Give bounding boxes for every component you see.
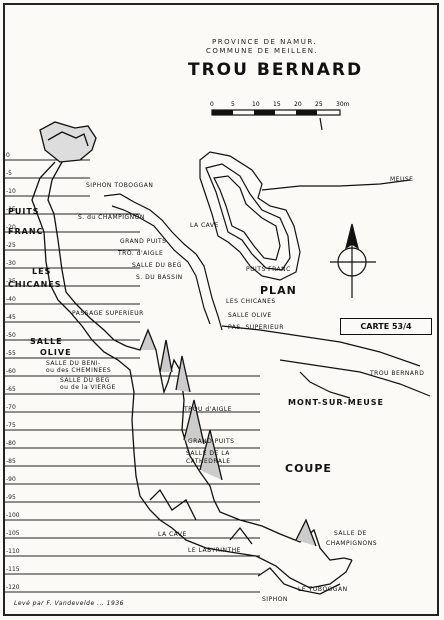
depth-label: -100 bbox=[6, 512, 20, 519]
commune-label: COMMUNE DE MEILLEN. bbox=[206, 47, 319, 55]
trou-aigle-label: TROU d'AIGLE bbox=[184, 406, 232, 413]
les-label: LES bbox=[32, 267, 52, 276]
depth-label: -30 bbox=[6, 260, 16, 267]
section-profile bbox=[31, 121, 353, 595]
plan-grand-puits-label: GRAND PUITS bbox=[120, 238, 167, 245]
plan-trou-bernard-label: TROU BERNARD bbox=[370, 370, 425, 377]
siphon-label: SIPHON bbox=[262, 596, 288, 603]
scale-bar bbox=[211, 109, 341, 131]
depth-label: -60 bbox=[6, 368, 16, 375]
plan-trou-aigle-label: TRO. d'AIGLE bbox=[118, 250, 164, 257]
passage-superieur-label: PASSAGE SUPERIEUR bbox=[72, 310, 144, 317]
salle-champignon-label: S. du CHAMPIGNON bbox=[78, 214, 145, 221]
vierge-label: ou de la VIERGE bbox=[60, 384, 116, 391]
champignons-label: CHAMPIGNONS bbox=[326, 540, 378, 547]
cheminees-label: ou des CHEMINEES bbox=[46, 367, 112, 374]
depth-label: -120 bbox=[6, 584, 20, 591]
depth-label: -95 bbox=[6, 494, 16, 501]
chicanes-label: CHICANES bbox=[8, 280, 62, 289]
olive-label: OLIVE bbox=[40, 348, 72, 357]
plan-pas-superieur-label: PAS. SUPERIEUR bbox=[228, 324, 284, 331]
plan-salle-beg-label: SALLE DU BEG bbox=[132, 262, 182, 269]
scale-tick-label: 20 bbox=[294, 101, 302, 108]
scale-tick-label: 10 bbox=[252, 101, 260, 108]
plan-les-chicanes-label: LES CHICANES bbox=[226, 298, 276, 305]
plan-s-bassin-label: S. DU BASSIN bbox=[136, 274, 183, 281]
coupe-heading: COUPE bbox=[285, 462, 332, 475]
depth-label: -25 bbox=[6, 242, 16, 249]
plan-la-cave-label: LA CAVE bbox=[190, 222, 219, 229]
depth-grid bbox=[5, 159, 260, 593]
depth-label: -90 bbox=[6, 476, 16, 483]
plan-view bbox=[103, 151, 431, 399]
depth-label: -15 bbox=[6, 206, 16, 213]
depth-label: -40 bbox=[6, 296, 16, 303]
depth-label: -50 bbox=[6, 332, 16, 339]
depth-label: 0 bbox=[6, 152, 10, 159]
depth-label: -55 bbox=[6, 350, 16, 357]
scale-tick-label: 0 bbox=[210, 101, 214, 108]
depth-label: -110 bbox=[6, 548, 20, 555]
cathedrale-label: CATHEDRALE bbox=[186, 458, 231, 465]
depth-label: -35 bbox=[6, 278, 16, 285]
la-cave-label: LA CAVE bbox=[158, 531, 187, 538]
depth-label: -65 bbox=[6, 386, 16, 393]
scale-tick-label: 5 bbox=[231, 101, 235, 108]
depth-label: -85 bbox=[6, 458, 16, 465]
north-arrow bbox=[330, 223, 376, 298]
depth-label: -75 bbox=[6, 422, 16, 429]
salle-cathedrale-label: SALLE DE LA bbox=[186, 450, 230, 457]
map-title: TROU BERNARD bbox=[188, 60, 364, 80]
depth-label: -80 bbox=[6, 440, 16, 447]
franc-label: FRANC bbox=[8, 227, 44, 236]
depth-label: -10 bbox=[6, 188, 16, 195]
salle-label: SALLE bbox=[30, 337, 63, 346]
depth-label: -20 bbox=[6, 224, 16, 231]
depth-label: -45 bbox=[6, 314, 16, 321]
mont-sur-meuse-label: MONT-SUR-MEUSE bbox=[288, 398, 384, 407]
survey-credit: Levé par F. Vandevelde ... 1936 bbox=[14, 600, 124, 607]
map-frame bbox=[3, 3, 439, 616]
depth-label: -105 bbox=[6, 530, 20, 537]
scale-tick-label: 15 bbox=[273, 101, 281, 108]
plan-puits-franc-label: PUITS FRANC bbox=[246, 266, 291, 273]
puits-label: PUITS bbox=[8, 207, 40, 216]
plan-salle-olive-label: SALLE OLIVE bbox=[228, 312, 272, 319]
scale-tick-label: 25 bbox=[315, 101, 323, 108]
depth-label: -5 bbox=[6, 170, 12, 177]
carte-box: CARTE 53/4 bbox=[340, 318, 432, 335]
province-label: PROVINCE DE NAMUR. bbox=[212, 38, 318, 46]
grand-puits-label: GRAND PUITS bbox=[188, 438, 235, 445]
siphon-toboggan-label: SIPHON TOBOGGAN bbox=[86, 182, 154, 189]
scale-tick-label: 30m bbox=[336, 101, 350, 108]
depth-label: -70 bbox=[6, 404, 16, 411]
plan-heading: PLAN bbox=[260, 284, 297, 297]
labyrinthe-label: LE LABYRINTHE bbox=[188, 547, 241, 554]
salle-de-label: SALLE DE bbox=[334, 530, 367, 537]
depth-label: -115 bbox=[6, 566, 20, 573]
salle-beg-label: SALLE DU BEG bbox=[60, 377, 110, 384]
salle-benitiers-label: SALLE DU BENI- bbox=[46, 360, 101, 367]
le-toboggan-label: LE TOBOGGAN bbox=[298, 586, 348, 593]
meuse-label: MEUSE bbox=[390, 176, 414, 183]
